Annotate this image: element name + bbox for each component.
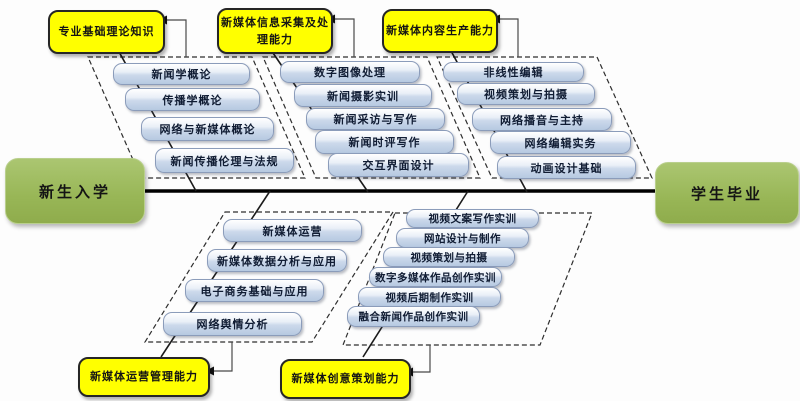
milestone-end: 学生毕业 — [655, 162, 799, 224]
group-outline-content-production — [436, 56, 653, 179]
connector-content-production — [499, 18, 519, 57]
course-box: 电子商务基础与应用 — [185, 279, 324, 302]
connector-basic-theory — [166, 19, 187, 57]
course-box: 新闻摄影实训 — [294, 84, 432, 107]
competency-basic-theory: 专业基础理论知识 — [48, 10, 165, 54]
milestone-start: 新生入学 — [5, 158, 145, 224]
course-box: 新媒体数据分析与应用 — [207, 249, 347, 272]
competency-creative-planning: 新媒体创意策划能力 — [280, 359, 411, 399]
group-outline-info-processing — [262, 56, 481, 179]
course-box: 网络编辑实务 — [490, 131, 631, 154]
course-box: 数字图像处理 — [280, 61, 420, 83]
group-outline-operation-management — [143, 211, 395, 343]
course-box: 新闻时评写作 — [315, 130, 454, 154]
course-box: 交互界面设计 — [328, 153, 469, 177]
course-box: 新闻采访与写作 — [306, 108, 445, 130]
competency-info-processing: 新媒体信息采集及处理能力 — [217, 8, 333, 54]
course-box: 融合新闻作品创作实训 — [347, 306, 480, 327]
course-box: 网站设计与制作 — [396, 228, 529, 248]
course-box: 视频后期制作实训 — [358, 287, 501, 307]
connector-info-processing — [334, 18, 355, 57]
course-box: 新媒体运营 — [223, 219, 362, 242]
course-box: 网络舆情分析 — [163, 312, 302, 336]
connector-creative-planning — [412, 345, 431, 373]
course-box: 视频策划与拍摄 — [383, 247, 515, 267]
competency-content-production: 新媒体内容生产能力 — [382, 9, 498, 53]
course-box: 网络播音与主持 — [472, 108, 612, 131]
course-box: 动画设计基础 — [497, 156, 636, 179]
course-box: 传播学概论 — [125, 88, 260, 111]
competency-operation-management: 新媒体运营管理能力 — [78, 357, 210, 397]
course-box: 视频文案写作实训 — [406, 209, 539, 228]
course-box: 新闻传播伦理与法规 — [155, 148, 294, 173]
course-box: 非线性编辑 — [443, 62, 584, 82]
group-outline-basic-theory — [87, 56, 306, 179]
connector-operation-management — [213, 342, 233, 372]
course-box: 网络与新媒体概论 — [141, 117, 274, 141]
course-box: 视频策划与拍摄 — [457, 83, 595, 105]
course-box: 新闻学概论 — [113, 63, 250, 85]
course-box: 数字多媒体作品创作实训 — [369, 267, 502, 287]
